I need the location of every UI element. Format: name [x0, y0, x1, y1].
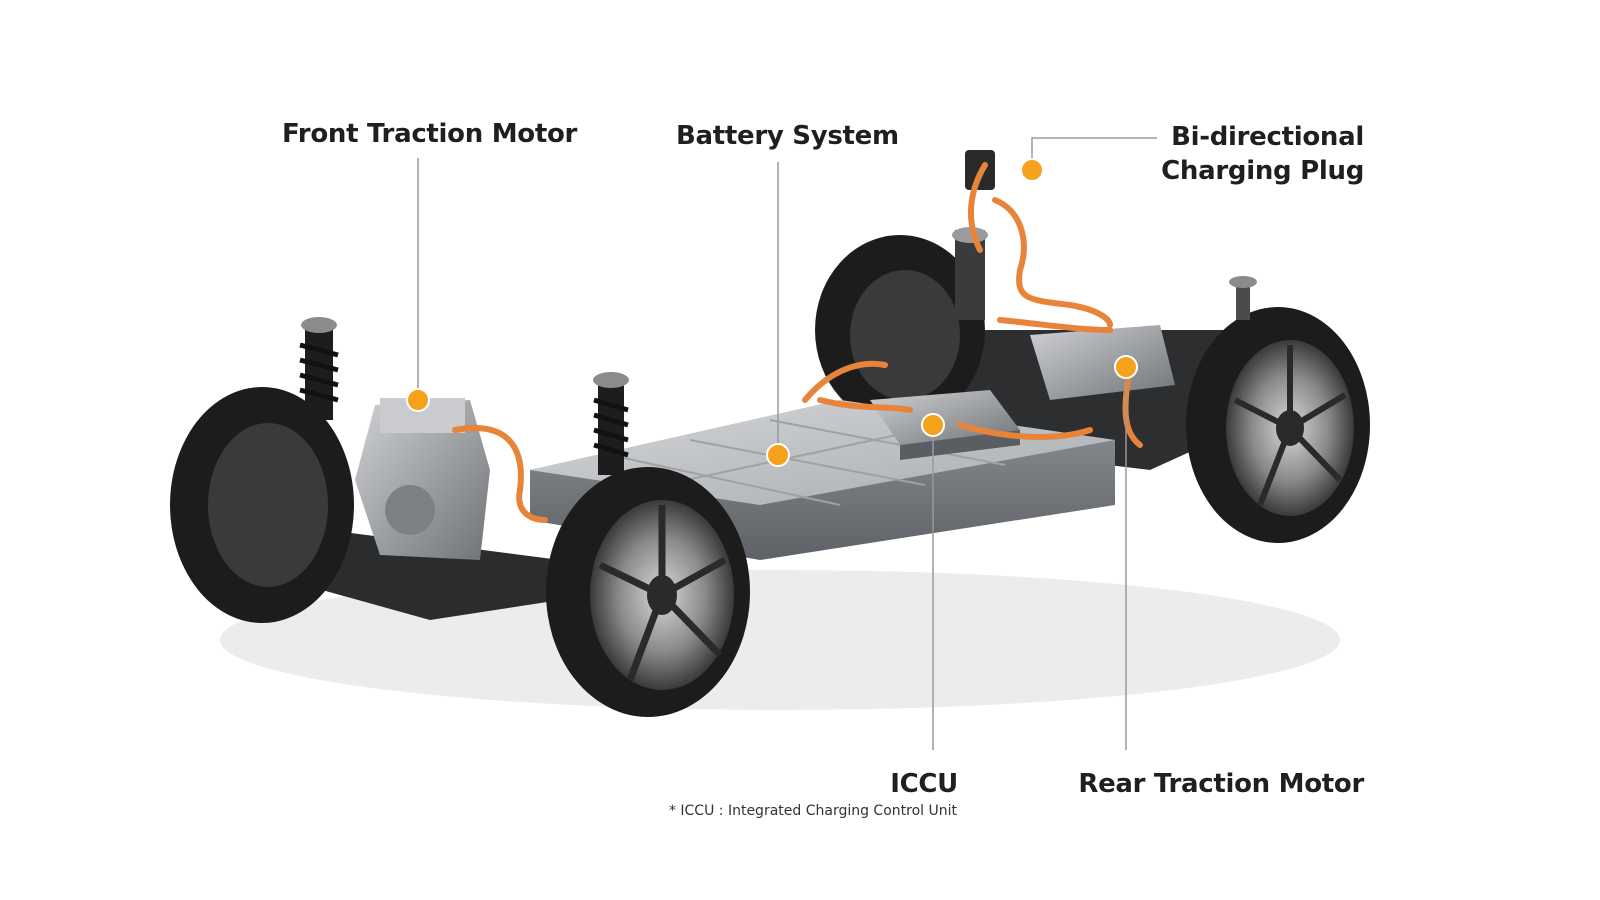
front-left-wheel — [170, 387, 354, 623]
leader-plug — [1031, 137, 1157, 162]
rear-strut — [1229, 276, 1257, 320]
marker-rear-motor — [1114, 355, 1138, 379]
front-right-wheel — [546, 467, 750, 717]
label-bidirectional-line2: Charging Plug — [1161, 156, 1364, 186]
leader-lines — [417, 137, 1157, 750]
front-left-strut — [299, 317, 339, 420]
marker-plug — [1020, 158, 1044, 182]
marker-battery — [766, 443, 790, 467]
marker-iccu — [921, 413, 945, 437]
rear-left-wheel — [815, 235, 985, 425]
component-markers — [406, 158, 1138, 467]
label-bidirectional-line1: Bi-directional — [1171, 122, 1364, 152]
label-front-traction-motor: Front Traction Motor — [282, 119, 578, 149]
marker-front-motor — [406, 388, 430, 412]
iccu-footnote: * ICCU : Integrated Charging Control Uni… — [668, 803, 957, 819]
label-battery-system: Battery System — [676, 121, 899, 151]
front-right-strut — [593, 372, 629, 475]
label-iccu: ICCU — [890, 769, 958, 799]
front-motor-body — [355, 398, 490, 560]
rear-right-wheel — [1186, 307, 1370, 543]
label-rear-traction-motor: Rear Traction Motor — [1078, 769, 1364, 799]
